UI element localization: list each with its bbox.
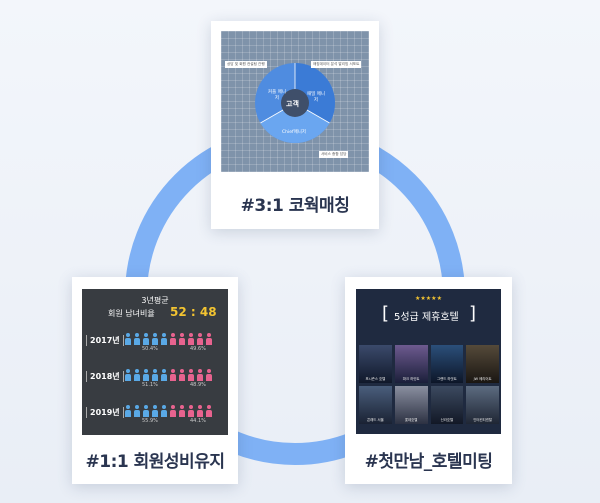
card-coworking-matching[interactable]: 고객 커플 매니저 패밀 매니저 Chief매니저 상담 및 회원 컨설팅 관행… [211, 21, 379, 229]
hotel-photo: 롯데호텔 [394, 386, 428, 424]
female-percent: 48.9% [190, 382, 206, 388]
female-icon [205, 369, 213, 381]
ratio-row-2018: 2018년 51.1% 48.9% [86, 369, 224, 391]
male-icon [160, 333, 168, 345]
female-icon [187, 369, 195, 381]
female-icon [169, 369, 177, 381]
diagram-center-label: 고객 [286, 100, 299, 108]
female-icon [196, 369, 204, 381]
hotel-photo: JW 메리어트 [466, 345, 499, 383]
male-icon [142, 405, 150, 417]
hotel-bracket-left: [ [382, 303, 390, 324]
hotel-name: 인터컨티넨탈 [473, 418, 492, 422]
hotel-photo: 그랜드 하얏트 [430, 345, 464, 383]
female-icon [187, 405, 195, 417]
figure-icons [124, 333, 213, 345]
figure-icons [124, 405, 213, 417]
male-icon [133, 405, 141, 417]
hotel-photo: 콘래드 서울 [359, 386, 392, 424]
hotel-heading: 5성급 제휴호텔 [394, 312, 459, 323]
male-icon [151, 369, 159, 381]
hotel-name: JW 메리어트 [473, 377, 492, 381]
male-icon [151, 405, 159, 417]
year-label: 2018년 [86, 371, 124, 382]
hotel-photo: 인터컨티넨탈 [466, 386, 499, 424]
male-percent: 50.4% [142, 346, 158, 352]
female-icon [178, 333, 186, 345]
female-icon [196, 405, 204, 417]
female-icon [178, 369, 186, 381]
male-icon [160, 369, 168, 381]
hotel-name: 파크 하얏트 [402, 377, 420, 381]
card-hotel-meeting[interactable]: ★★★★★ [ 5성급 제휴호텔 ] 포시즌스 호텔 파크 하얏트 그랜드 하얏… [345, 277, 512, 484]
year-label: 2017년 [86, 335, 124, 346]
hotel-bracket-right: ] [469, 303, 477, 324]
diagram-segment-couple: 커플 매니저 [268, 90, 286, 101]
diagram-label-matching-data: 매칭데이터 분석 알리밍 서포트 [311, 61, 362, 68]
male-icon [124, 369, 132, 381]
female-icon [169, 333, 177, 345]
hotel-name: 그랜드 하얏트 [436, 377, 457, 381]
male-icon [133, 333, 141, 345]
male-icon [160, 405, 168, 417]
male-icon [133, 369, 141, 381]
male-icon [124, 333, 132, 345]
ratio-value: 52 : 48 [170, 305, 217, 319]
hotel-panel: ★★★★★ [ 5성급 제휴호텔 ] 포시즌스 호텔 파크 하얏트 그랜드 하얏… [356, 289, 501, 434]
female-icon [205, 405, 213, 417]
ratio-row-2019: 2019년 55.9% 44.1% [86, 405, 224, 427]
caption-coworking-matching: #3:1 코웍매칭 [240, 196, 350, 216]
hotel-grid: 포시즌스 호텔 파크 하얏트 그랜드 하얏트 JW 메리어트 콘래드 서울 롯데… [359, 345, 499, 424]
ratio-row-2017: 2017년 50.4% 49.6% [86, 333, 224, 355]
male-percent: 51.1% [142, 382, 158, 388]
diagram-label-service: 서비스 종합 담당 [319, 151, 349, 158]
male-icon [142, 333, 150, 345]
ratio-subtitle: 회원 남녀비율 [108, 309, 155, 318]
male-icon [124, 405, 132, 417]
year-label: 2019년 [86, 407, 124, 418]
diagram-segment-family: 패밀 매니저 [307, 92, 325, 103]
female-icon [196, 333, 204, 345]
female-percent: 44.1% [190, 418, 206, 424]
hotel-photo: 파크 하얏트 [394, 345, 428, 383]
male-icon [142, 369, 150, 381]
caption-gender-ratio: #1:1 회원성비유지 [85, 452, 225, 472]
hotel-photo: 포시즌스 호텔 [359, 345, 392, 383]
hotel-name: 콘래드 서울 [367, 418, 384, 422]
card-member-gender-ratio[interactable]: 3년평균 회원 남녀비율 52 : 48 2017년 50.4% 49.6% 2… [72, 277, 238, 484]
female-icon [178, 405, 186, 417]
ratio-title: 3년평균 [141, 296, 169, 305]
figure-icons [124, 369, 213, 381]
hotel-stars: ★★★★★ [415, 295, 442, 302]
caption-hotel-meeting: #첫만남_호텔미팅 [364, 452, 493, 472]
female-icon [169, 405, 177, 417]
hotel-photo: 신라호텔 [430, 386, 464, 424]
manager-diagram: 고객 커플 매니저 패밀 매니저 Chief매니저 상담 및 회원 컨설팅 관행… [221, 31, 369, 172]
female-percent: 49.6% [190, 346, 206, 352]
hotel-name: 롯데호텔 [404, 418, 418, 422]
hotel-name: 포시즌스 호텔 [365, 377, 386, 381]
female-icon [187, 333, 195, 345]
diagram-segment-chief: Chief매니저 [282, 130, 307, 135]
male-percent: 55.9% [142, 418, 158, 424]
diagram-label-consulting: 상담 및 회원 컨설팅 관행 [225, 61, 267, 68]
gender-ratio-panel: 3년평균 회원 남녀비율 52 : 48 2017년 50.4% 49.6% 2… [82, 289, 228, 435]
manager-wheel [255, 63, 335, 143]
hotel-name: 신라호텔 [440, 418, 454, 422]
male-icon [151, 333, 159, 345]
female-icon [205, 333, 213, 345]
